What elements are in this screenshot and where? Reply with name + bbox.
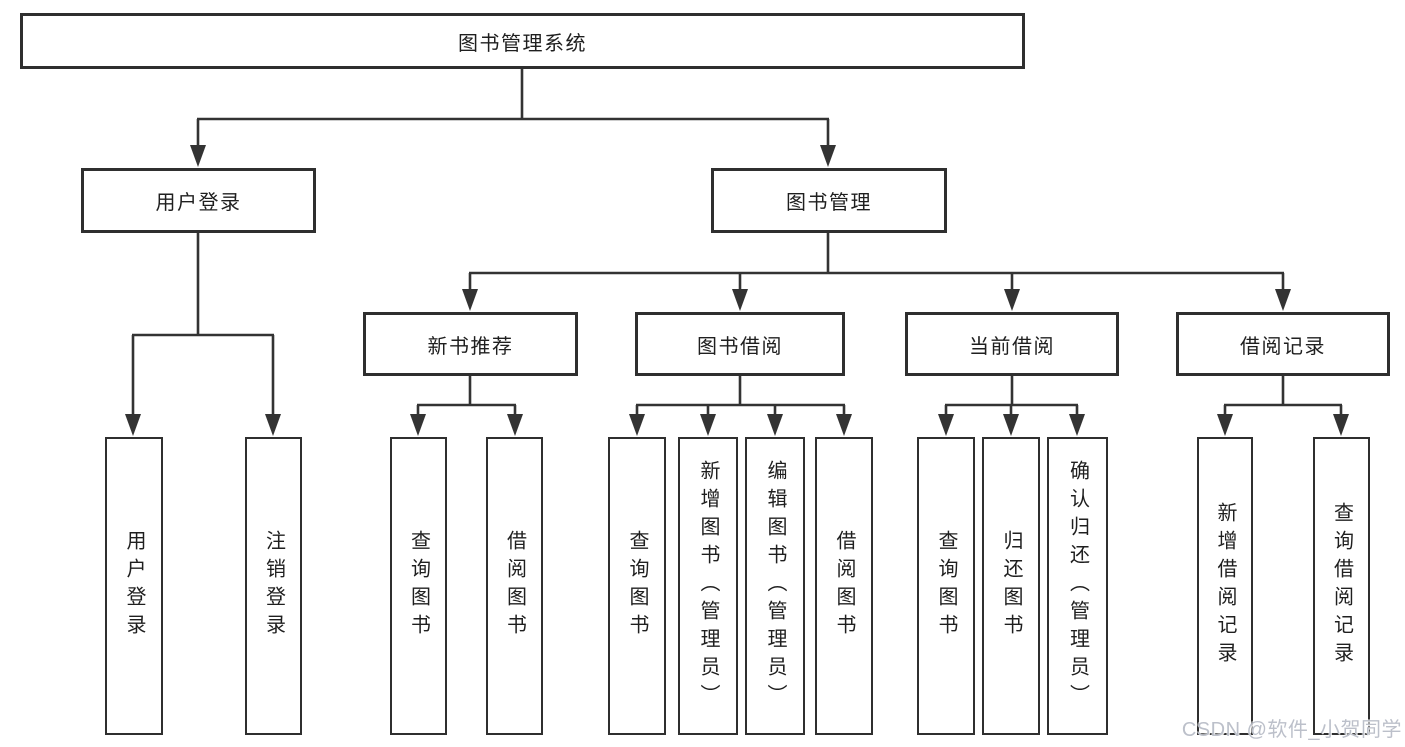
node-new-book-recommendation: 新书推荐 [363,312,578,376]
leaf-query-books-recommend: 查询图书 [390,437,447,735]
leaf-borrow-books: 借阅图书 [815,437,873,735]
node-user-login: 用户登录 [81,168,316,233]
node-current-borrowing: 当前借阅 [905,312,1119,376]
leaf-borrow-books-recommend: 借阅图书 [486,437,543,735]
leaf-user-login: 用户登录 [105,437,163,735]
leaf-add-borrowing-record: 新增借阅记录 [1197,437,1253,735]
leaf-query-books-current: 查询图书 [917,437,975,735]
leaf-query-books-borrowing: 查询图书 [608,437,666,735]
leaf-query-borrowing-record: 查询借阅记录 [1313,437,1370,735]
csdn-watermark: CSDN @软件_小贺同学 [1181,719,1402,741]
node-borrowing-records: 借阅记录 [1176,312,1390,376]
node-library-management-system: 图书管理系统 [20,13,1025,69]
node-book-borrowing: 图书借阅 [635,312,845,376]
leaf-add-books-admin: 新增图书（管理员） [678,437,738,735]
leaf-logout: 注销登录 [245,437,302,735]
leaf-confirm-return-admin: 确认归还（管理员） [1047,437,1108,735]
leaf-return-books: 归还图书 [982,437,1040,735]
node-book-management: 图书管理 [711,168,947,233]
leaf-edit-books-admin: 编辑图书（管理员） [745,437,805,735]
